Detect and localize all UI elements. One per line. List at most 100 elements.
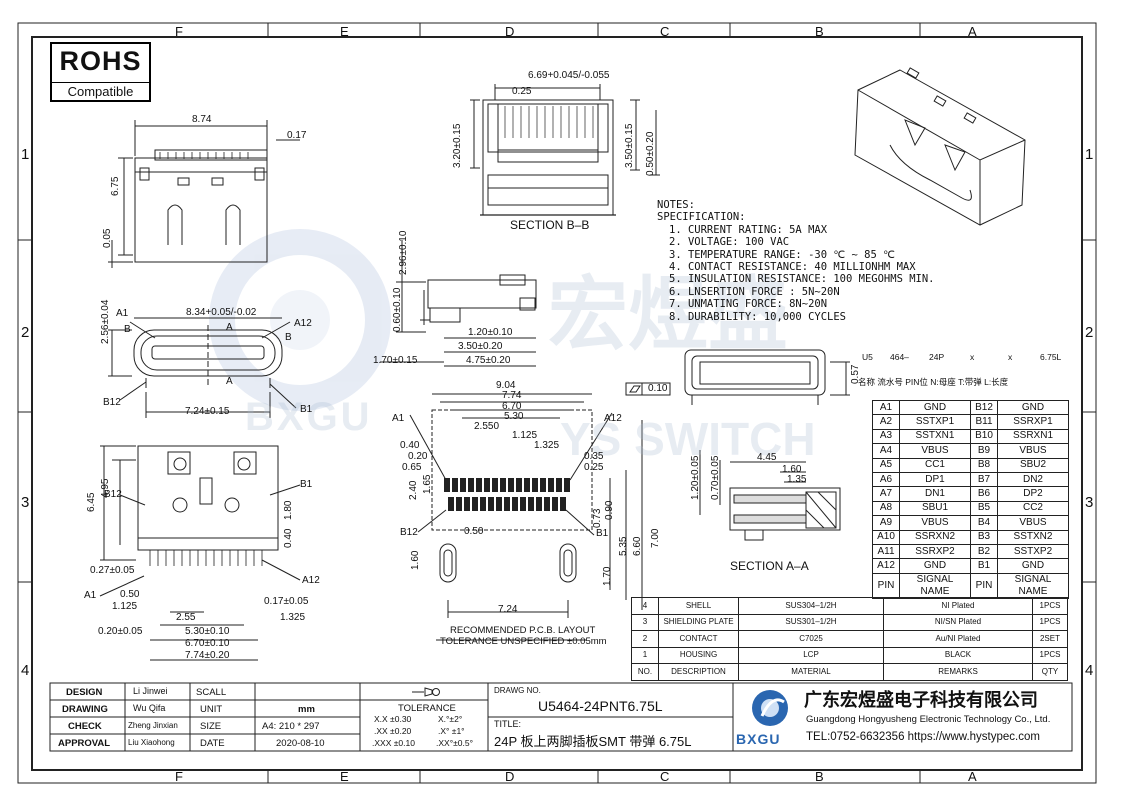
- pin-b: B12: [970, 399, 998, 416]
- signal-a: DP1: [899, 471, 971, 488]
- company-contact: TEL:0752-6632356 https://www.hystypec.co…: [806, 731, 1040, 743]
- part-code-legend: 名称 流水号 PIN位 N:母座 T:带弹 L:长度: [858, 377, 1009, 387]
- signal-b: SSTXP2: [997, 543, 1069, 560]
- signal-header: SIGNAL NAME: [997, 572, 1069, 599]
- signal-header: SIGNAL NAME: [899, 572, 971, 599]
- pin-a: A12: [872, 558, 900, 574]
- rohs-subtitle: Compatible: [52, 82, 149, 99]
- bom-remarks: Au/NI Plated: [883, 630, 1033, 648]
- dim-aa-070: 0.70±0.05: [710, 455, 721, 500]
- bom-header-material: MATERIAL: [738, 663, 884, 681]
- pin-a: A3: [872, 428, 900, 445]
- bom-header-qty: QTY: [1032, 663, 1068, 681]
- pin-header: PIN: [872, 572, 900, 599]
- pin-a: A4: [872, 443, 900, 459]
- zone-col-c-bottom: C: [660, 769, 670, 784]
- signal-a: SSTXP1: [899, 414, 971, 430]
- pin-b: B5: [970, 500, 998, 517]
- design-label: DESIGN: [66, 687, 103, 698]
- zone-col-f-top: F: [175, 24, 183, 39]
- label-pcb-b1: B1: [596, 528, 609, 539]
- dim-bot-020: 0.20±0.05: [98, 626, 143, 637]
- pin-b: B2: [970, 543, 998, 560]
- zone-col-d-bottom: D: [505, 769, 515, 784]
- pin-a: A11: [872, 543, 900, 560]
- pin-b: B7: [970, 471, 998, 488]
- dim-bb-320: 3.20±0.15: [452, 123, 463, 168]
- approval-name: Liu Xiaohong: [128, 738, 175, 747]
- drawing-no-label: DRAWG NO.: [494, 686, 541, 695]
- dim-pcb-1125: 1.125: [512, 430, 538, 441]
- dim-bot-1325: 1.325: [280, 612, 306, 623]
- dim-aa-135: 1.35: [787, 474, 807, 485]
- note-item: 1. CURRENT RATING: 5A MAX: [669, 223, 828, 236]
- bom-qty: 1PCS: [1032, 613, 1068, 631]
- top-view: [108, 120, 300, 268]
- signal-b: GND: [997, 558, 1069, 574]
- note-item: 6. LNSERTION FORCE : 5N~20N: [669, 285, 840, 298]
- label-bot-b1: B1: [300, 479, 313, 490]
- pcb-tolerance-note: TOLERANCE UNSPECIFIED ±0.05mm: [440, 636, 607, 647]
- dim-aa-120: 1.20±0.05: [690, 455, 701, 500]
- pin-a: A10: [872, 529, 900, 545]
- part-code-serial: 464–: [890, 352, 909, 362]
- drawing-label: DRAWING: [62, 704, 108, 715]
- dim-aa-445: 4.45: [757, 452, 777, 463]
- dim-front-256: 2.56±0.04: [100, 299, 111, 344]
- dim-bot-645: 6.45: [86, 492, 97, 512]
- dim-bot-774: 7.74±0.20: [185, 650, 230, 661]
- bom-remarks: BLACK: [883, 646, 1033, 664]
- pcb-layout-label: RECOMMENDED P.C.B. LAYOUT: [450, 625, 596, 636]
- zone-col-b-bottom: B: [815, 769, 824, 784]
- bom-material: SUS304–1/2H: [738, 597, 884, 615]
- zone-col-f-bottom: F: [175, 769, 183, 784]
- tol-linear-3: .XXX ±0.10: [372, 738, 415, 748]
- label-bot-a1: A1: [84, 590, 97, 601]
- dim-pcb-025: 0.25: [584, 462, 604, 473]
- dim-front-724: 7.24±0.15: [185, 406, 230, 417]
- signal-a: SSRXP2: [899, 543, 971, 560]
- pin-a: A5: [872, 457, 900, 473]
- bom-header-remarks: REMARKS: [883, 663, 1033, 681]
- note-item: 7. UNMATING FORCE: 8N~20N: [669, 298, 828, 311]
- label-bot-b12: B12: [104, 489, 122, 500]
- label-pcb-a12: A12: [604, 413, 622, 424]
- check-name: Zheng Jinxian: [128, 721, 178, 730]
- bottom-view: [99, 445, 301, 661]
- bom-material: LCP: [738, 646, 884, 664]
- zone-row-2-right: 2: [1085, 324, 1094, 341]
- signal-a: CC1: [899, 457, 971, 473]
- dim-pcb-090: 0.90: [604, 500, 615, 520]
- tol-angular-1: X.°±2°: [438, 714, 463, 724]
- approval-label: APPROVAL: [58, 738, 111, 749]
- pin-header: PIN: [970, 572, 998, 599]
- dim-top-017: 0.17: [287, 130, 307, 141]
- bom-description: SHIELDING PLATE: [658, 613, 739, 631]
- pin-b: B1: [970, 558, 998, 574]
- signal-b: DP2: [997, 486, 1069, 502]
- dim-pcb-170: 1.70: [602, 566, 613, 586]
- zone-row-3-right: 3: [1085, 494, 1094, 511]
- dim-bb-350: 3.50±0.15: [624, 123, 635, 168]
- scall-label: SCALL: [196, 687, 227, 698]
- dim-bot-050: 0.50: [120, 589, 140, 600]
- pin-b: B6: [970, 486, 998, 502]
- pin-a: A1: [872, 399, 900, 416]
- bom-description: CONTACT: [658, 630, 739, 648]
- tolerance-title: TOLERANCE: [398, 703, 456, 714]
- company-name-en: Guangdong Hongyusheng Electronic Technol…: [806, 714, 1051, 725]
- dim-pcb-035: 0.35: [584, 451, 604, 462]
- company-logo-text: BXGU: [736, 731, 781, 747]
- zone-row-1-left: 1: [21, 146, 30, 163]
- bom-remarks: NI Plated: [883, 597, 1033, 615]
- part-code-length: 6.75L: [1040, 352, 1062, 362]
